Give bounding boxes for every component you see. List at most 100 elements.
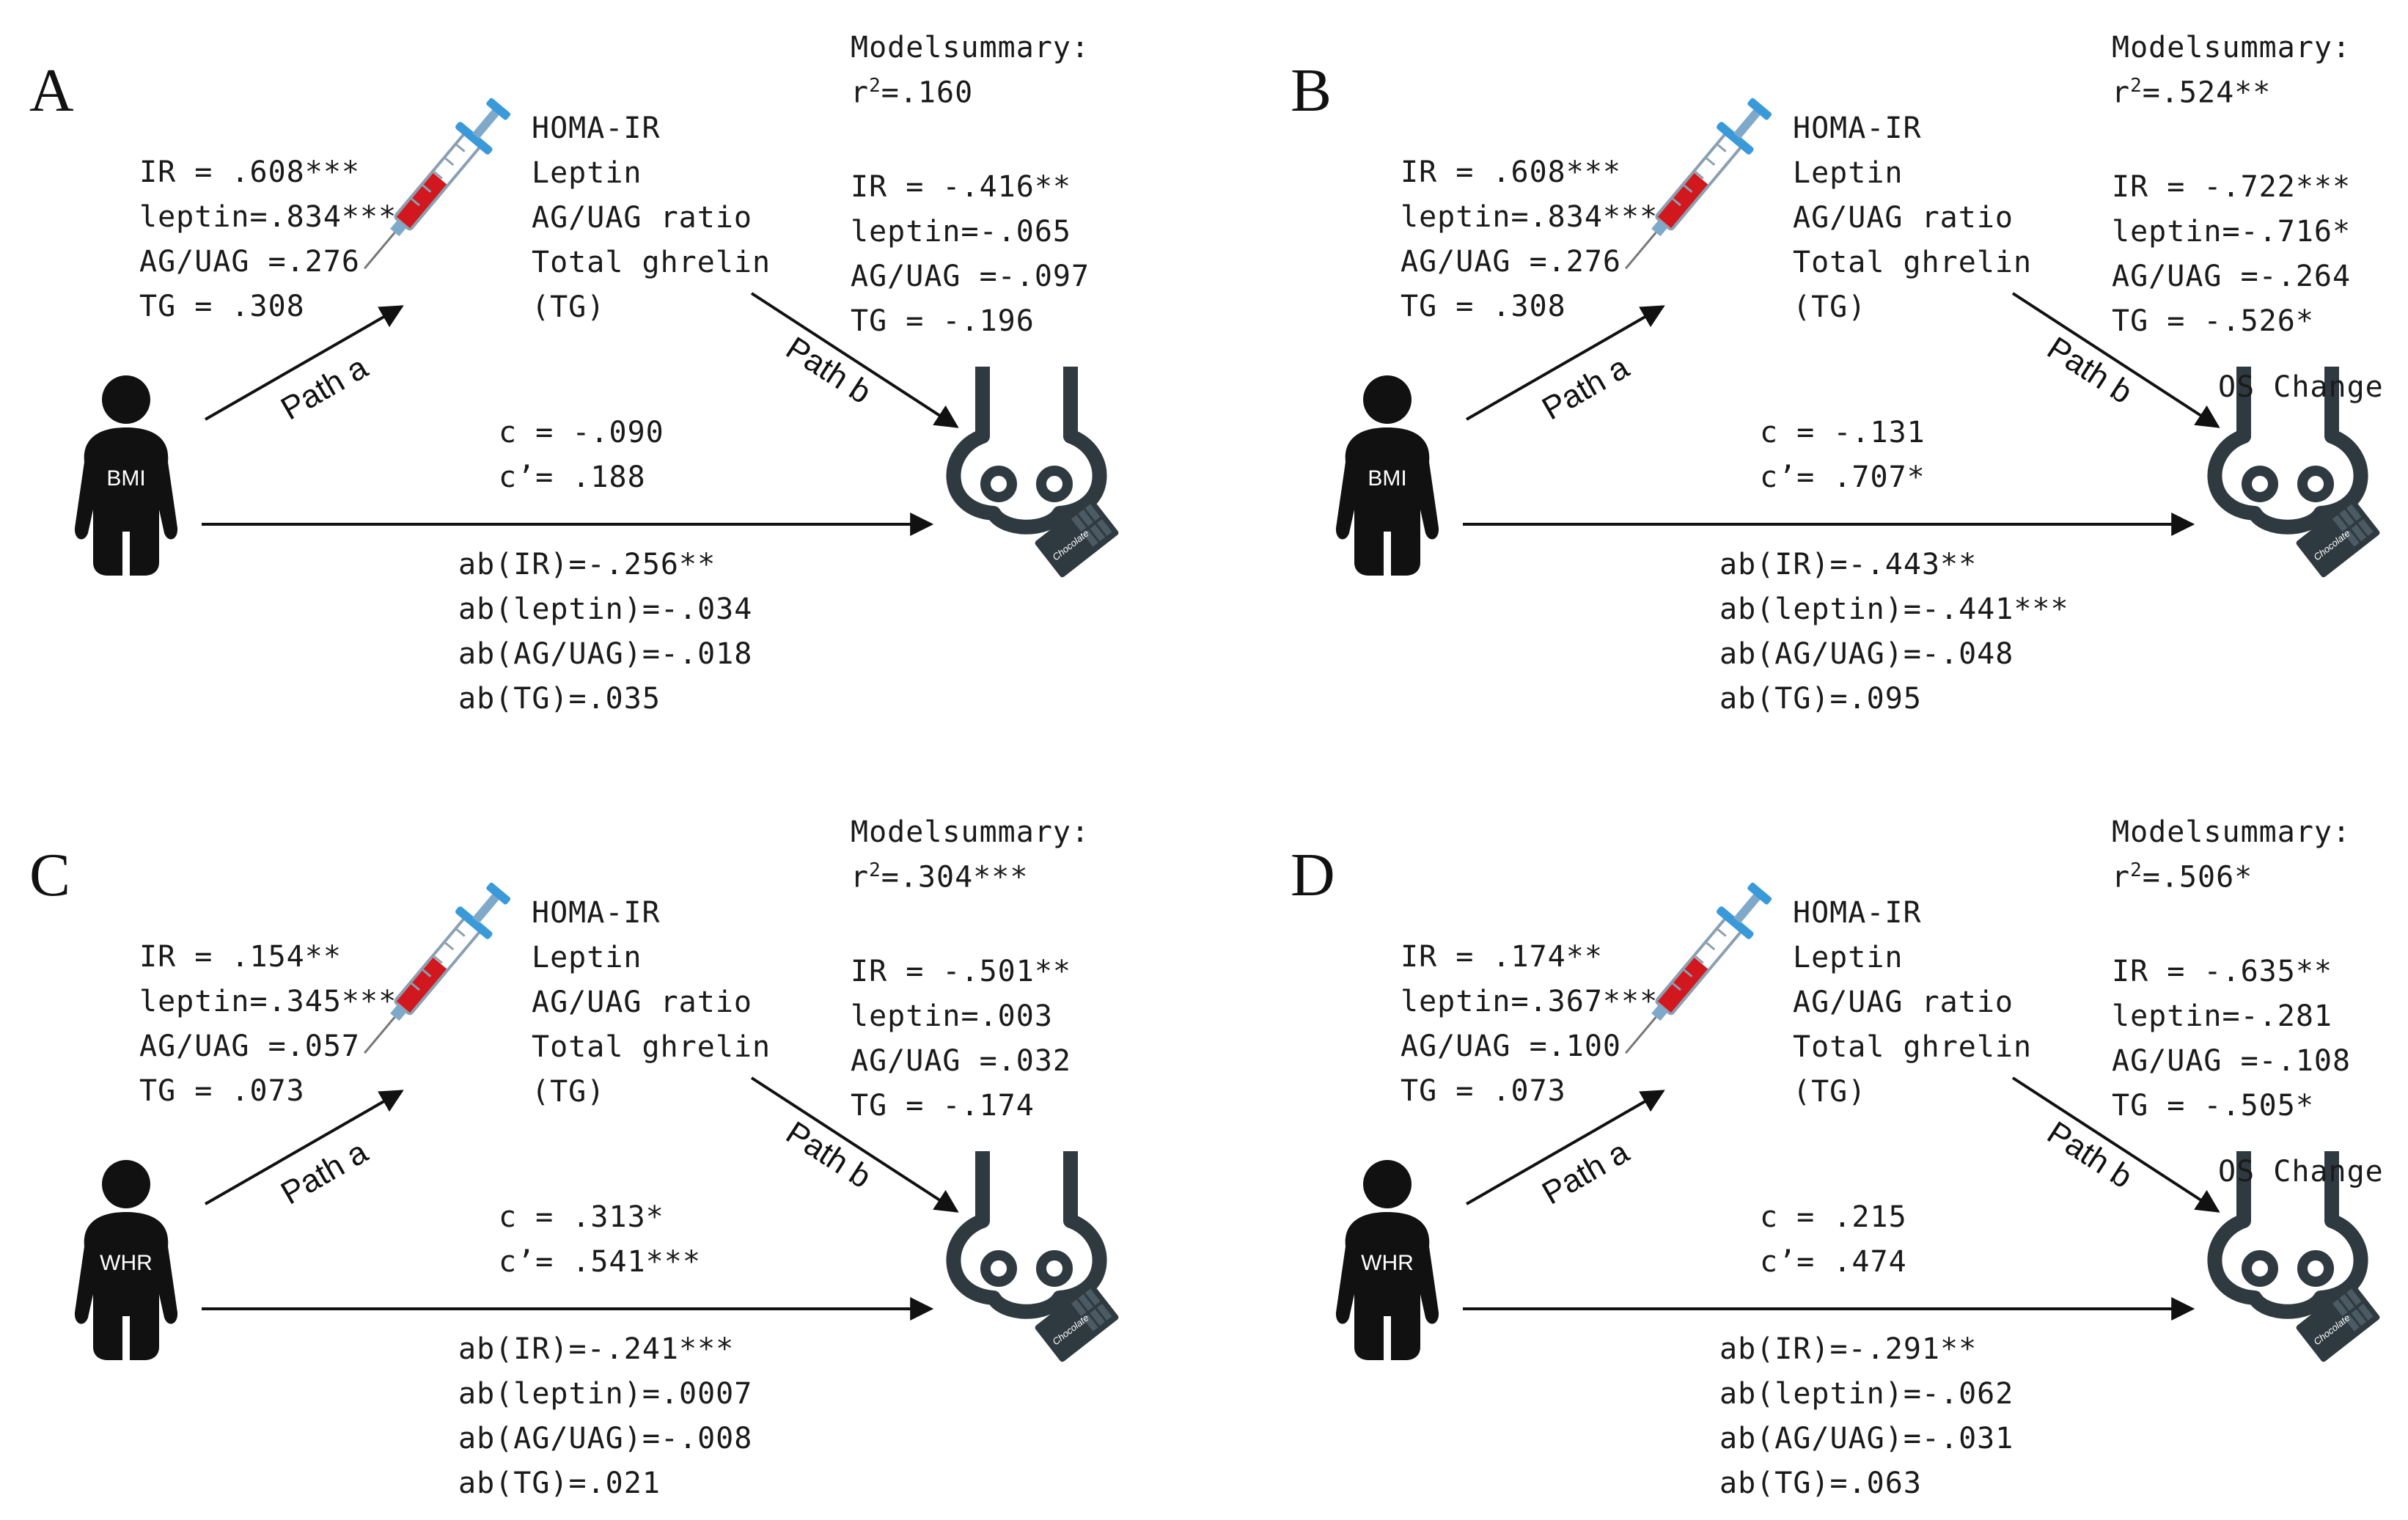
- indirect-effect: ab(TG)=.021: [458, 1466, 661, 1500]
- path-a-arrow: [205, 1090, 404, 1205]
- path-a-coefficient: leptin=.834***: [1401, 200, 1659, 234]
- mediator-name: Leptin: [532, 156, 642, 190]
- mediator-name: HOMA-IR: [532, 111, 661, 145]
- mediator-name: Total ghrelin: [1793, 246, 2033, 279]
- path-a-coefficient: AG/UAG =.057: [139, 1029, 360, 1063]
- path-a-coefficient: IR = .174**: [1401, 940, 1603, 974]
- chocolate-bar-icon: Chocolate: [1035, 499, 1119, 578]
- path-b-arrow: [2011, 292, 2220, 428]
- direct-effect: c’= .707*: [1760, 460, 1926, 494]
- nose-icon: [2207, 367, 2368, 535]
- path-b-coefficient: AG/UAG =.032: [851, 1044, 1071, 1078]
- model-summary-title: Modelsummary:: [2112, 31, 2352, 65]
- mediator-name: AG/UAG ratio: [1793, 201, 2014, 235]
- person-silhouette-icon: BMI: [1335, 375, 1439, 576]
- direct-effects: c = .313*c’= .541***: [499, 1195, 701, 1285]
- indirect-effect: ab(AG/UAG)=-.031: [1719, 1422, 2014, 1455]
- path-b-arrow: [750, 292, 959, 428]
- path-b-coefficient: leptin=-.281: [2112, 999, 2332, 1033]
- path-b-coefficient: TG = -.505*: [2112, 1089, 2314, 1123]
- mediator-name: HOMA-IR: [532, 896, 661, 930]
- r2-value: =.506*: [2142, 860, 2253, 895]
- path-a-coefficient: AG/UAG =.276: [1401, 245, 1621, 279]
- indirect-effect: ab(AG/UAG)=-.018: [458, 637, 753, 671]
- indirect-effect: ab(AG/UAG)=-.008: [458, 1422, 753, 1455]
- syringe-icon: [364, 882, 511, 1054]
- path-b-coefficient: TG = -.174: [851, 1089, 1035, 1123]
- panel-letter: B: [1291, 56, 1332, 125]
- direct-effect: c’= .188: [499, 460, 646, 494]
- mediator-name: HOMA-IR: [1793, 111, 1922, 145]
- indirect-effect: ab(leptin)=.0007: [458, 1377, 753, 1411]
- nose-icon: [946, 367, 1107, 535]
- path-a-coefficient: TG = .308: [139, 290, 305, 323]
- path-b-coefficient: TG = -.526*: [2112, 304, 2314, 338]
- path-a-coefficient: AG/UAG =.276: [139, 245, 360, 279]
- mediator-name: (TG): [1793, 290, 1867, 324]
- path-a-coefficient: TG = .073: [1401, 1074, 1566, 1108]
- path-a-coefficient: leptin=.834***: [139, 200, 397, 234]
- person-silhouette-icon: WHR: [74, 1160, 178, 1360]
- direct-effect: c = .215: [1760, 1200, 1907, 1234]
- path-a-coefficient: TG = .308: [1401, 290, 1566, 323]
- mediator-name: (TG): [532, 1075, 606, 1109]
- path-b-arrow: [2011, 1076, 2220, 1213]
- indirect-effect: ab(IR)=-.443**: [1719, 548, 1978, 581]
- mediator-name: Leptin: [1793, 941, 1904, 974]
- mediator-name: (TG): [532, 290, 606, 324]
- mediator-name: Leptin: [1793, 156, 1904, 190]
- path-a-arrow: [1466, 1090, 1665, 1205]
- indirect-effect: ab(TG)=.035: [458, 682, 661, 716]
- r2-superscript: 2: [869, 75, 881, 97]
- r2-symbol: r: [851, 76, 870, 110]
- mediator-name: (TG): [1793, 1075, 1867, 1109]
- panel-letter: C: [29, 841, 71, 909]
- model-summary-title: Modelsummary:: [851, 31, 1090, 65]
- r2-symbol: r: [851, 860, 870, 895]
- outcome-label: OS Change: [2218, 370, 2384, 404]
- syringe-icon: [1625, 882, 1772, 1054]
- path-a-coefficient: AG/UAG =.100: [1401, 1029, 1621, 1063]
- r2-value: =.160: [881, 76, 974, 110]
- indirect-effect: ab(IR)=-.256**: [458, 548, 716, 581]
- panel-letter: D: [1291, 841, 1335, 909]
- r2-superscript: 2: [2130, 859, 2143, 881]
- indirect-effect: ab(leptin)=-.441***: [1719, 592, 2069, 626]
- path-a-coefficient: leptin=.367***: [1401, 985, 1659, 1018]
- mediator-name: Total ghrelin: [532, 246, 771, 279]
- path-b-arrow: [750, 1076, 959, 1213]
- path-b-coefficient: IR = -.416**: [851, 170, 1071, 204]
- indirect-effects: ab(IR)=-.443**ab(leptin)=-.441***ab(AG/U…: [1719, 543, 2069, 722]
- model-summary-r2: r2=.160: [851, 75, 973, 109]
- direct-effect: c = .313*: [499, 1200, 664, 1234]
- path-b-coefficient: IR = -.501**: [851, 955, 1071, 988]
- mediator-name: AG/UAG ratio: [532, 985, 752, 1019]
- path-a-coefficient: leptin=.345***: [139, 985, 397, 1018]
- direct-effects: c = -.131 c’= .707*: [1760, 411, 1926, 500]
- direct-effect: c = -.131: [1760, 416, 1926, 449]
- path-b-coefficient: IR = -.722***: [2112, 170, 2352, 204]
- outcome-label: OS Change: [2218, 1155, 2384, 1189]
- model-summary-r2: r2=.506*: [2112, 859, 2253, 894]
- mediator-name: Total ghrelin: [532, 1030, 771, 1064]
- person-silhouette-icon: WHR: [1335, 1160, 1439, 1360]
- indirect-effect: ab(TG)=.095: [1719, 682, 1922, 716]
- mediator-name: AG/UAG ratio: [532, 201, 752, 235]
